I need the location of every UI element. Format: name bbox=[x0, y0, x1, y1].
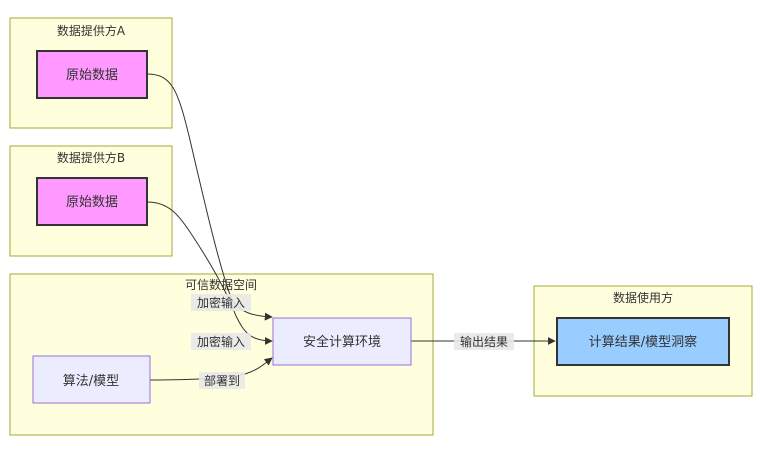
svg-text:计算结果/模型洞察: 计算结果/模型洞察 bbox=[589, 335, 697, 350]
svg-text:算法/模型: 算法/模型 bbox=[63, 374, 119, 389]
edge-label-output-result: 输出结果 bbox=[454, 333, 514, 350]
edge-label-encrypted-input-a: 加密输入 bbox=[191, 294, 251, 311]
edge-label-deploy-to: 部署到 bbox=[199, 372, 245, 389]
svg-text:加密输入: 加密输入 bbox=[197, 334, 245, 349]
cluster-title-provider-b: 数据提供方B bbox=[57, 150, 125, 165]
svg-text:原始数据: 原始数据 bbox=[66, 68, 118, 83]
node-raw-data-a: 原始数据 bbox=[36, 50, 148, 99]
node-algorithm: 算法/模型 bbox=[32, 355, 151, 404]
svg-text:安全计算环境: 安全计算环境 bbox=[303, 334, 381, 350]
cluster-title-provider-a: 数据提供方A bbox=[57, 23, 126, 38]
node-secure-env: 安全计算环境 bbox=[272, 317, 412, 366]
svg-text:部署到: 部署到 bbox=[204, 373, 240, 388]
node-result: 计算结果/模型洞察 bbox=[556, 317, 730, 366]
svg-text:原始数据: 原始数据 bbox=[66, 195, 118, 210]
svg-text:输出结果: 输出结果 bbox=[460, 334, 508, 349]
cluster-title-consumer: 数据使用方 bbox=[613, 290, 673, 305]
node-raw-data-b: 原始数据 bbox=[36, 177, 148, 226]
svg-text:加密输入: 加密输入 bbox=[197, 295, 245, 310]
edge-label-encrypted-input-b: 加密输入 bbox=[191, 333, 251, 350]
